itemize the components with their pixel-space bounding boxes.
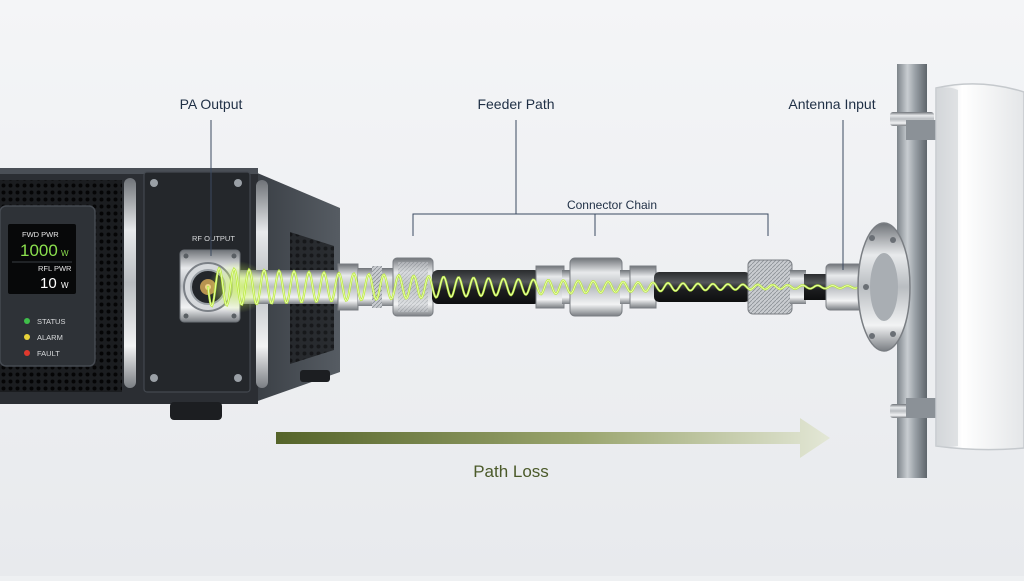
power-display [8, 224, 76, 294]
rf-output-label: RF OUTPUT [192, 234, 235, 243]
panel-antenna [935, 83, 1024, 451]
feeder-path-label: Feeder Path [477, 96, 554, 112]
alarm-label: ALARM [37, 333, 63, 342]
fault-led [24, 350, 30, 356]
rf-signal-wave [206, 261, 882, 313]
alarm-led [24, 334, 30, 340]
status-label: STATUS [37, 317, 65, 326]
front-handle-left [124, 178, 136, 388]
antenna-mast [890, 64, 936, 478]
connector-chain-label: Connector Chain [567, 198, 657, 212]
rfl-pwr-value: 10 [40, 275, 57, 292]
rfl-pwr-unit: W [61, 281, 69, 290]
fault-label: FAULT [37, 349, 60, 358]
fwd-pwr-value: 1000 [20, 241, 58, 260]
path-loss-label: Path Loss [473, 462, 549, 481]
fwd-pwr-label: FWD PWR [22, 230, 59, 239]
pa-output-label: PA Output [180, 96, 243, 112]
antenna-flange [857, 222, 911, 352]
status-led [24, 318, 30, 324]
antenna-input-label: Antenna Input [788, 96, 875, 112]
path-loss-arrow [276, 418, 830, 458]
fwd-pwr-unit: W [61, 249, 69, 258]
rfl-pwr-label: RFL PWR [38, 264, 72, 273]
status-led-group: STATUS ALARM FAULT [24, 317, 65, 358]
feeder-path-bracket [412, 213, 769, 236]
power-amplifier: FWD PWR 1000 W RFL PWR 10 W STATUS ALARM… [0, 168, 340, 420]
